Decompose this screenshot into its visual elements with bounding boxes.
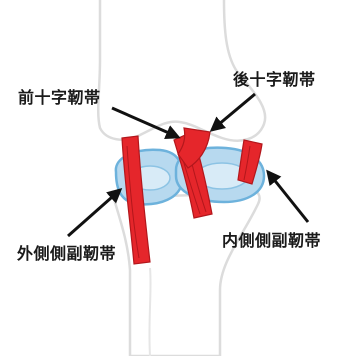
label-posterior-cruciate-ligament: 後十字靭帯 [233, 71, 316, 89]
lateral-collateral-arrow [68, 190, 120, 236]
medial-collateral-arrow [268, 172, 308, 222]
label-medial-collateral-ligament: 内側側副靭帯 [222, 232, 321, 250]
label-anterior-cruciate-ligament: 前十字靭帯 [18, 89, 101, 107]
label-lateral-collateral-ligament: 外側側副靭帯 [17, 245, 116, 263]
